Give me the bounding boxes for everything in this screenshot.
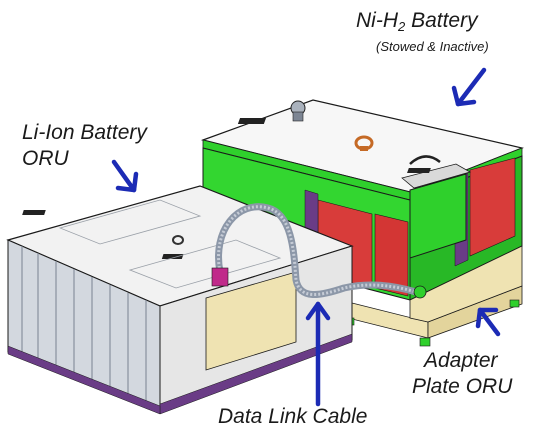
handle-icon (407, 155, 441, 173)
data-link-cable-label: Data Link Cable (218, 405, 368, 428)
ni-h2-label-suffix: Battery (405, 9, 478, 32)
li-ion-label-line2: ORU (22, 147, 69, 170)
li-ion-top-panel-2 (128, 239, 282, 289)
arrow-to-ni-h2 (451, 67, 487, 107)
adapter-plate-lower (409, 245, 523, 323)
adapter-label-line2: Plate ORU (412, 375, 513, 398)
cable-connector (211, 267, 229, 287)
adapter-label-line1: Adapter (424, 349, 498, 372)
ni-h2-label-subscript: 2 (398, 19, 406, 34)
li-ion-slats (21, 246, 147, 407)
ni-h2-battery-note: (Stowed & Inactive) (376, 39, 489, 54)
li-ion-label-line1: Li-Ion Battery (22, 121, 147, 144)
cable-end-connector (413, 285, 427, 299)
handle-icon (161, 254, 184, 259)
li-ion-top-panel (58, 199, 202, 245)
red-panel-3 (469, 157, 516, 257)
handle-icon (22, 210, 46, 215)
arrow-to-li-ion (111, 159, 139, 193)
adapter-plate-oru (339, 245, 523, 347)
handle-icon (237, 100, 306, 124)
ni-h2-battery-label: Ni-H2 Battery (356, 9, 478, 34)
green-connector-block (409, 173, 467, 259)
lifting-eye-icon (354, 135, 374, 151)
ni-h2-label-prefix: Ni-H (356, 9, 398, 32)
li-ion-cream-box (205, 271, 297, 371)
adapter-foot-2 (509, 299, 520, 308)
li-ion-battery (6, 185, 354, 415)
li-ion-base-strip-left (7, 345, 161, 415)
ni-h2-battery (200, 99, 525, 301)
connector-cap (401, 163, 472, 189)
arrow-to-cable (305, 301, 331, 407)
pointer-arrows (111, 67, 501, 407)
arrow-to-adapter (475, 307, 501, 337)
red-panel-2 (374, 213, 409, 297)
data-link-cable (211, 203, 427, 299)
lifting-eye-icon (172, 235, 184, 245)
adapter-foot (419, 337, 431, 347)
